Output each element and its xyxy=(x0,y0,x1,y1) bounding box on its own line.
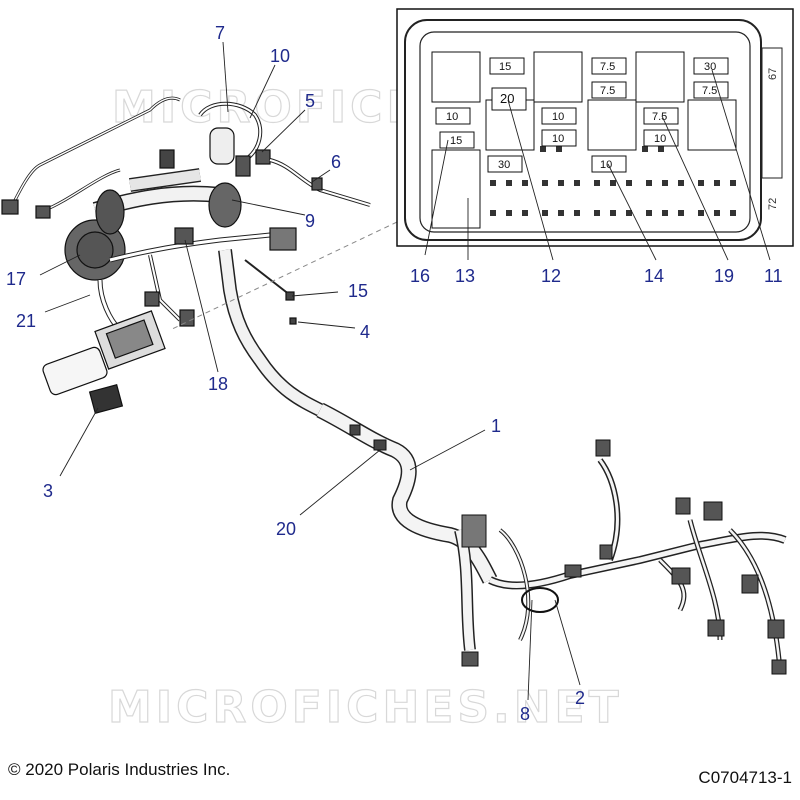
fuse-rating-10-b: 10 xyxy=(552,111,564,123)
fuse-rating-30-bottom: 30 xyxy=(498,159,510,171)
fuse-rating-10-c: 10 xyxy=(552,133,564,145)
main-harness-trunk xyxy=(316,402,787,675)
left-harness-cluster xyxy=(1,96,371,417)
leader-lines xyxy=(39,41,771,701)
copyright-text: © 2020 Polaris Industries Inc. xyxy=(8,760,231,779)
fuse-rating-30-top: 30 xyxy=(704,61,716,73)
fuse-box-inset: 15 20 7.5 7.5 30 7.5 10 10 7.5 15 10 30 … xyxy=(396,8,794,247)
projection-line xyxy=(169,221,398,331)
fuse-box-side-label-top: 67 xyxy=(767,68,779,80)
callout-16: 16 xyxy=(410,266,430,286)
fuse-rating-20: 20 xyxy=(500,91,514,106)
fuse-rating-15-left: 15 xyxy=(450,135,462,147)
callout-8: 8 xyxy=(520,704,530,724)
callout-4: 4 xyxy=(360,322,370,342)
callout-12: 12 xyxy=(541,266,561,286)
callout-7: 7 xyxy=(215,23,225,43)
fuse-rating-7-5-d: 7.5 xyxy=(652,111,667,123)
fuse-rating-7-5-a: 7.5 xyxy=(600,61,615,73)
callout-6: 6 xyxy=(331,152,341,172)
callout-1: 1 xyxy=(491,416,501,436)
fuse-rating-7-5-c: 7.5 xyxy=(702,85,717,97)
callout-13: 13 xyxy=(455,266,475,286)
diagram-code: C0704713-1 xyxy=(698,768,792,787)
fuse-rating-10-a: 10 xyxy=(446,111,458,123)
callout-15: 15 xyxy=(348,281,368,301)
callout-14: 14 xyxy=(644,266,664,286)
fuse-rating-7-5-b: 7.5 xyxy=(600,85,615,97)
callout-21: 21 xyxy=(16,311,36,331)
callout-19: 19 xyxy=(714,266,734,286)
callout-2: 2 xyxy=(575,688,585,708)
callout-17: 17 xyxy=(6,269,26,289)
callout-11: 11 xyxy=(764,266,783,286)
callout-5: 5 xyxy=(305,91,315,111)
callout-20: 20 xyxy=(276,519,296,539)
callout-10: 10 xyxy=(270,46,290,66)
callout-3: 3 xyxy=(43,481,53,501)
callout-9: 9 xyxy=(305,211,315,231)
fuse-rating-10-e: 10 xyxy=(600,159,612,171)
callout-18: 18 xyxy=(208,374,228,394)
fuse-rating-15-top: 15 xyxy=(499,61,511,73)
fuse-rating-10-d: 10 xyxy=(654,133,666,145)
fuse-box-side-label-bottom: 72 xyxy=(767,198,779,210)
watermark-bottom: MICROFICHES.NET xyxy=(108,682,623,733)
